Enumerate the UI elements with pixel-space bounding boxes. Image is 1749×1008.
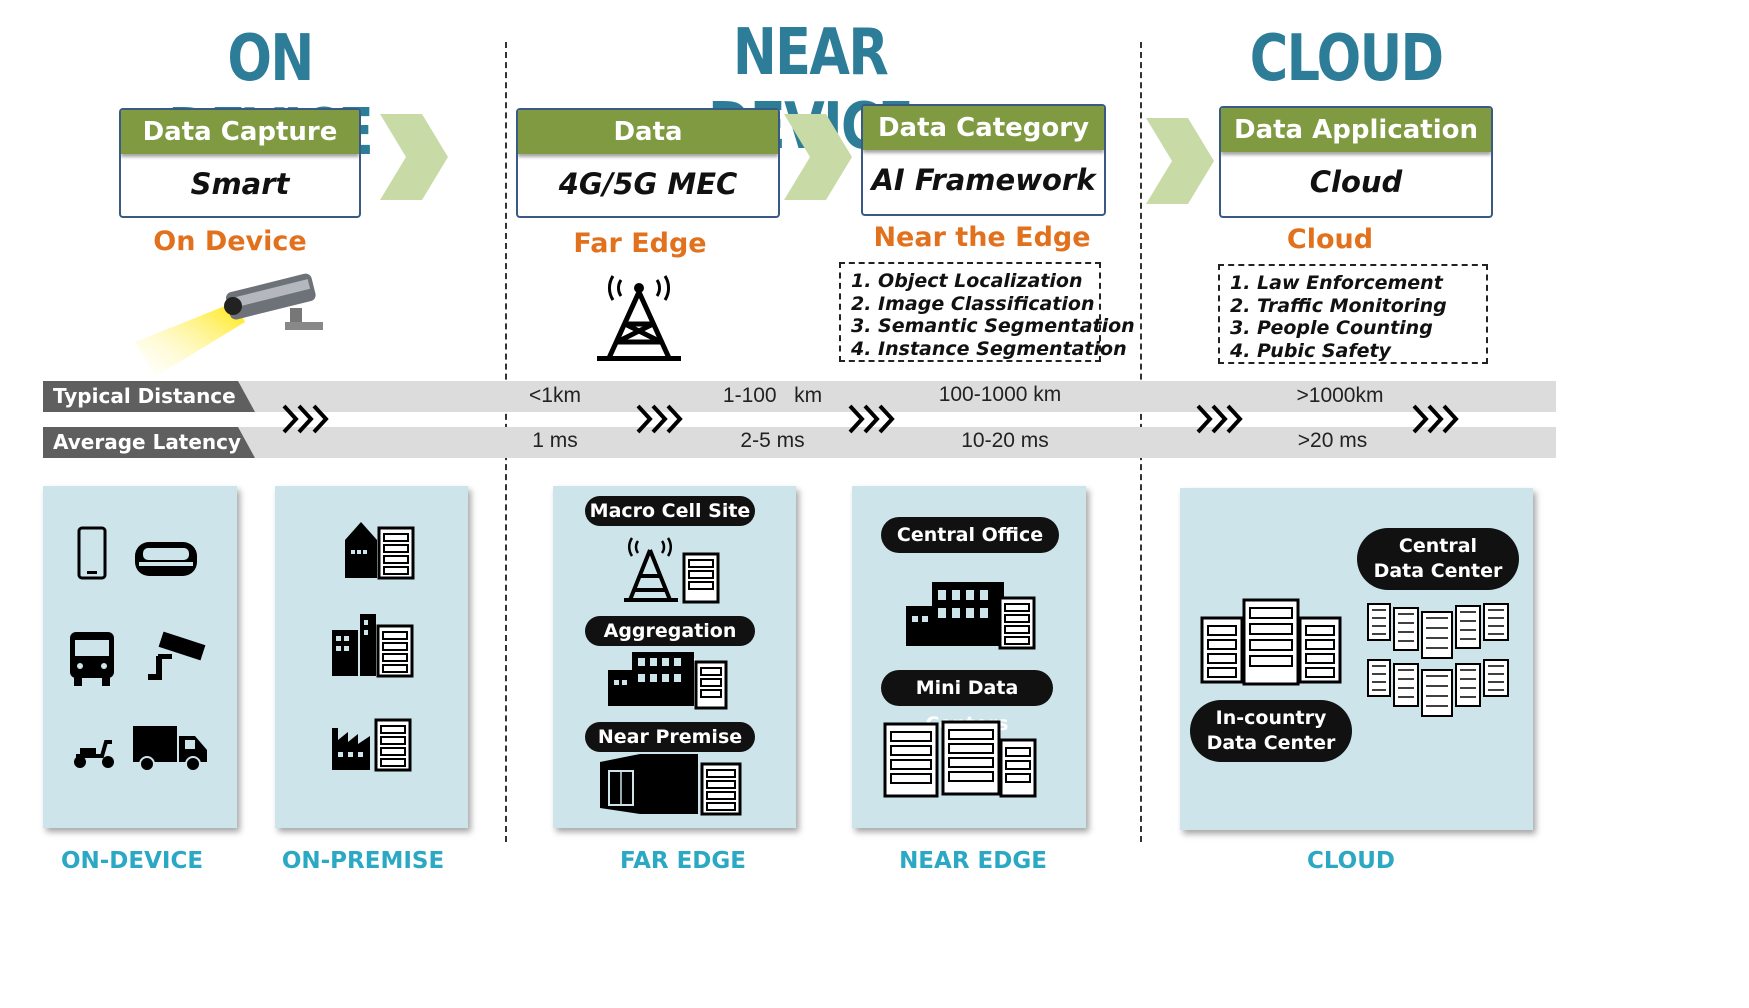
- footer-far-edge: FAR EDGE: [620, 848, 746, 874]
- pill-line: Data Center: [1206, 732, 1336, 754]
- stage-head: Data Transmission: [518, 110, 778, 191]
- zone-title-cloud: CLOUD: [1249, 22, 1444, 96]
- chevron-arrows-icon: [1196, 404, 1243, 434]
- latency-label: Average Latency: [43, 427, 255, 458]
- distance-value: 100-1000 km: [938, 383, 1062, 406]
- latency-value: 1 ms: [532, 429, 578, 452]
- latency-value: >20 ms: [1297, 429, 1368, 452]
- ai-task-item: 2. Image Classification: [851, 292, 1095, 315]
- latency-value: 10-20 ms: [961, 429, 1049, 452]
- stage-data-category: Data Category AI Framework: [861, 104, 1106, 216]
- stage-head: Data Category: [863, 106, 1104, 150]
- chevron-arrows-icon: [282, 404, 329, 434]
- house-server-icon: [345, 522, 415, 580]
- factory-server-icon: [332, 718, 412, 772]
- stage-data-application: Data Application Cloud Computing: [1219, 106, 1493, 218]
- chevron-arrows-icon: [1412, 404, 1459, 434]
- footer-near-edge: NEAR EDGE: [899, 848, 1047, 874]
- office-building-server-icon: [332, 614, 414, 678]
- flow-arrow-icon: [784, 114, 852, 200]
- stage-data-transmission: Data Transmission 4G/5G MEC: [516, 108, 780, 218]
- stage-body: 4G/5G MEC: [558, 167, 738, 201]
- stage-head: Data Application: [1221, 108, 1491, 152]
- footer-cloud: CLOUD: [1306, 848, 1396, 874]
- central-data-center-servers-icon: [1367, 603, 1509, 717]
- pill-line: In-country: [1215, 707, 1327, 729]
- distance-value: 1-100 km: [722, 384, 823, 407]
- chevron-arrows-icon: [636, 404, 683, 434]
- distance-value: <1km: [529, 384, 581, 407]
- cloud-tasks-box: 1. Law Enforcement 2. Traffic Monitoring…: [1218, 264, 1488, 364]
- location-far-edge: Far Edge: [573, 228, 707, 259]
- container-server-icon: [600, 754, 742, 816]
- distance-band: [43, 381, 1556, 412]
- pill-mini-data-centers: Mini Data Centers: [881, 670, 1053, 735]
- aggregation-building-server-icon: [608, 652, 728, 710]
- location-near-edge: Near the Edge: [873, 222, 1091, 253]
- pill-central-data-center: Central Data Center: [1357, 528, 1519, 590]
- smartphone-icon: [77, 526, 107, 580]
- stage-head: Data Capture: [121, 110, 359, 154]
- cell-tower-server-icon: [624, 537, 720, 604]
- pill-near-premise: Near Premise: [585, 722, 755, 752]
- footer-on-premise: ON-PREMISE: [281, 848, 445, 874]
- cctv-camera-icon: [148, 631, 206, 680]
- ai-tasks-box: 1. Object Localization 2. Image Classifi…: [839, 262, 1135, 362]
- ai-task-item: 3. Semantic Segmentation: [851, 315, 1135, 337]
- pill-macro-cell-site: Macro Cell Site: [585, 496, 755, 526]
- pill-central-office: Central Office: [881, 517, 1059, 553]
- cloud-task-item: 1. Law Enforcement: [1230, 272, 1443, 294]
- latency-value: 2-5 ms: [740, 429, 805, 452]
- mini-data-center-servers-icon: [883, 720, 1037, 798]
- scooter-icon: [74, 740, 114, 768]
- distance-value: >1000km: [1296, 384, 1384, 407]
- vr-headset-icon: [135, 542, 197, 576]
- stage-data-capture: Data Capture Smart Sensors: [119, 108, 361, 218]
- flow-arrow-icon: [1146, 118, 1214, 204]
- stage-body: Smart Sensors: [190, 167, 290, 201]
- cloud-task-item: 3. People Counting: [1230, 317, 1433, 339]
- cloud-task-item: 2. Traffic Monitoring: [1230, 294, 1447, 317]
- stage-body: AI Framework: [871, 163, 1096, 197]
- cell-tower-icon: [597, 275, 681, 361]
- security-camera-icon: [135, 273, 323, 377]
- footer-on-device: ON-DEVICE: [60, 848, 204, 874]
- bus-icon: [70, 632, 114, 686]
- location-on-device: On Device: [153, 226, 307, 257]
- cloud-task-item: 4. Pubic Safety: [1230, 339, 1391, 362]
- pill-aggregation-node: Aggregation node: [585, 616, 755, 672]
- pill-in-country-data-center: In-country Data Center: [1190, 700, 1352, 762]
- flow-arrow-icon: [380, 114, 448, 200]
- location-cloud: Cloud: [1286, 224, 1374, 255]
- ai-task-item: 1. Object Localization: [851, 270, 1083, 292]
- truck-icon: [133, 726, 207, 772]
- central-office-building-icon: [906, 582, 1036, 650]
- chevron-arrows-icon: [848, 404, 895, 434]
- latency-band: [43, 427, 1556, 458]
- in-country-servers-icon: [1200, 598, 1342, 686]
- stage-body: Cloud Computing: [1309, 165, 1403, 199]
- ai-task-item: 4. Instance Segmentation: [851, 337, 1127, 360]
- distance-label: Typical Distance: [43, 381, 255, 412]
- pill-line: Central: [1398, 535, 1478, 557]
- pill-line: Data Center: [1373, 560, 1503, 582]
